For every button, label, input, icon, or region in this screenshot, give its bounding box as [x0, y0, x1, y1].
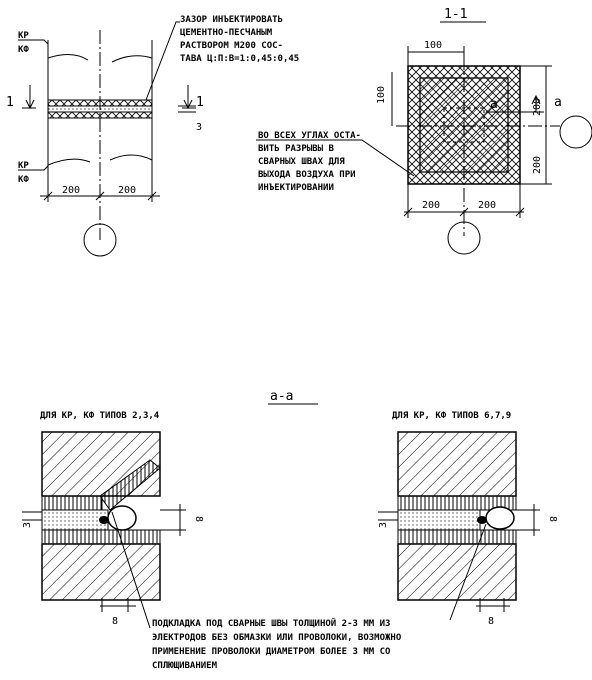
corner-note-line-3: СВАРНЫХ ШВАХ ДЛЯ [258, 157, 345, 167]
axis-bubble-vertical [447, 221, 481, 255]
kr-top-leader [18, 39, 49, 45]
detail-right: 3 8 8 [378, 431, 558, 627]
aa-section-title: а-а [270, 389, 293, 404]
right-lower-block [397, 543, 517, 601]
corner-note-line-5: ИНЪЕКТИРОВАНИИ [258, 183, 334, 193]
left-upper-plate [41, 495, 103, 511]
right-weld-bead [485, 506, 515, 530]
left-lower-block [41, 543, 161, 601]
left-backing-wire [99, 516, 109, 524]
weld-band-top [47, 99, 153, 107]
corner-note-leader [256, 139, 415, 177]
backing-note-line-4: СПЛЮЩИВАНИЕМ [152, 661, 218, 671]
a-section-arrow [531, 94, 541, 112]
dim-bottom-left-label: 200 [422, 200, 440, 211]
right-dim-3: 3 [378, 522, 389, 528]
label-a-inner: а [490, 97, 498, 112]
right-lower-plate [397, 529, 517, 545]
btick-2 [459, 207, 469, 217]
label-kf-top: КФ [18, 45, 29, 55]
corner-note-line-1: ВО ВСЕХ УГЛАХ ОСТА- [258, 131, 361, 141]
grout-note-line-4: ТАВА Ц:П:В=1:0,45:0,45 [180, 54, 299, 64]
grout-note-line-2: ЦЕМЕНТНО-ПЕСЧАНЫМ [180, 28, 273, 38]
label-kr-bottom: КР [18, 161, 29, 171]
tick-1 [43, 191, 53, 201]
gap-dim-label: 3 [196, 122, 202, 133]
weld-band-bottom [47, 111, 153, 119]
right-dim-8-bottom: 8 [488, 616, 494, 627]
grout-note-line-1: ЗАЗОР ИНЪЕКТИРОВАТЬ [180, 15, 283, 25]
section-arrow-left [25, 85, 35, 110]
left-dim-8-bottom: 8 [112, 616, 118, 627]
section-1-1: 1-1 100 100 200 200 200 200 а а ВО ВСЕХ … [256, 7, 592, 255]
right-note-leader [449, 523, 487, 621]
column-bottom-break [47, 154, 153, 166]
note-leader [145, 21, 180, 101]
corner-note-line-4: ВЫХОДА ВОЗДУХА ПРИ [258, 170, 356, 180]
dim-right-label: 200 [118, 185, 136, 196]
right-backing-wire [477, 516, 487, 524]
column-bottom-outline [47, 118, 153, 180]
backing-note-line-2: ЭЛЕКТРОДОВ БЕЗ ОБМАЗКИ ИЛИ ПРОВОЛОКИ, ВО… [152, 633, 402, 643]
right-dim-8: 8 [547, 516, 558, 522]
section-mark-right: 1 [196, 95, 204, 110]
dim-bottom-right-label: 200 [478, 200, 496, 211]
left-dim-3: 3 [22, 522, 33, 528]
section-title: 1-1 [444, 7, 467, 22]
tick-3 [147, 191, 157, 201]
left-dim-8: 8 [193, 516, 204, 522]
dim-side-label: 100 [376, 86, 387, 104]
left-weld-bead [107, 505, 137, 531]
left-detail-caption: ДЛЯ КР, КФ ТИПОВ 2,3,4 [40, 411, 160, 421]
dim-right-top-label: 200 [532, 98, 543, 116]
column-top-break [47, 54, 153, 63]
section-a-a: а-а ДЛЯ КР, КФ ТИПОВ 2,3,4 ДЛЯ КР, КФ ТИ… [22, 389, 558, 671]
dim-top-label: 100 [424, 40, 442, 51]
left-bevel-plate [99, 459, 161, 511]
detail-left: 3 8 8 [22, 431, 204, 629]
left-grout [41, 509, 109, 531]
backing-note-line-3: ПРИМЕНЕНИЕ ПРОВОЛОКИ ДИАМЕТРОМ БОЛЕЕ 3 М… [152, 647, 391, 657]
right-upper-block [397, 431, 517, 497]
kr-bottom-leader [18, 165, 49, 171]
axis-bubble-horizontal [559, 115, 592, 149]
dim-right-bottom-label: 200 [532, 156, 543, 174]
label-kr-top: КР [18, 31, 29, 41]
section-arrow-right [183, 85, 193, 110]
right-grout [397, 509, 481, 531]
elevation-view: ЗАЗОР ИНЪЕКТИРОВАТЬ ЦЕМЕНТНО-ПЕСЧАНЫМ РА… [6, 15, 299, 257]
tick-2 [95, 191, 105, 201]
grout-gap [47, 105, 153, 113]
section-mark-left: 1 [6, 95, 14, 110]
right-detail-caption: ДЛЯ КР, КФ ТИПОВ 6,7,9 [392, 411, 511, 421]
label-a-outer: а [554, 95, 562, 110]
left-upper-block [41, 431, 161, 497]
btick-3 [515, 207, 525, 217]
axis-bubble [83, 223, 117, 257]
btick-1 [403, 207, 413, 217]
corner-note-line-2: ВИТЬ РАЗРЫВЫ В [258, 144, 334, 154]
dim-left-label: 200 [62, 185, 80, 196]
label-kf-bottom: КФ [18, 175, 29, 185]
grout-note-line-3: РАСТВОРОМ М200 СОС- [180, 41, 283, 51]
backing-note-line-1: ПОДКЛАДКА ПОД СВАРНЫЕ ШВЫ ТОЛЩИНОЙ 2-3 М… [152, 617, 390, 629]
left-note-leader [111, 511, 151, 629]
left-lower-plate [41, 529, 161, 545]
column-top-outline [47, 40, 153, 100]
